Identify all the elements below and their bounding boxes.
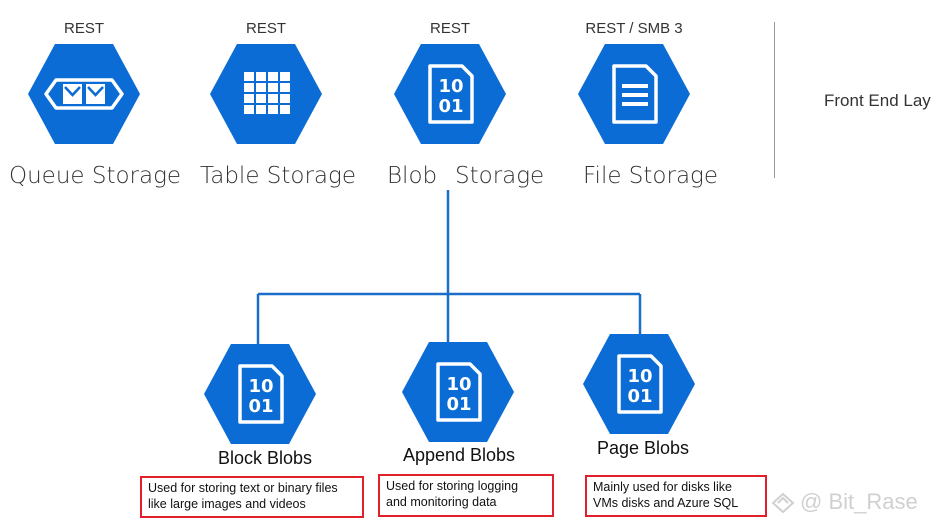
queue-icon <box>28 44 140 144</box>
front-end-layer-label: Front End Lay <box>824 91 931 110</box>
append-blobs-note: Used for storing logging and monitoring … <box>378 474 554 517</box>
table-icon <box>210 44 322 144</box>
blob-icon: 10 01 <box>394 44 506 144</box>
block-blobs-note-line-1: Used for storing text or binary files <box>148 481 338 495</box>
svg-text:10: 10 <box>248 376 273 397</box>
block-blobs-note: Used for storing text or binary files li… <box>140 476 364 518</box>
svg-text:10: 10 <box>438 76 463 97</box>
svg-text:01: 01 <box>438 96 463 117</box>
vertical-divider <box>774 22 775 178</box>
svg-text:01: 01 <box>248 396 273 417</box>
block-blobs-note-line-2: like large images and videos <box>148 497 306 511</box>
svg-text:01: 01 <box>627 386 652 407</box>
table-storage-label: Table Storage <box>200 163 356 189</box>
blob-storage-label-left: Blob <box>387 163 438 189</box>
page-blob-icon: 10 01 <box>583 334 695 434</box>
file-storage-label: File Storage <box>583 163 718 189</box>
append-blob-icon: 10 01 <box>402 342 514 442</box>
watermark-text: @ Bit_Rase <box>800 489 918 514</box>
queue-storage-label: Queue Storage <box>9 163 182 189</box>
page-blobs-note: Mainly used for disks like VMs disks and… <box>585 475 767 517</box>
watermark-logo-icon <box>771 492 795 514</box>
protocol-label-table: REST <box>245 20 286 37</box>
protocol-label-queue: REST <box>63 20 104 37</box>
svg-text:10: 10 <box>446 374 471 395</box>
protocol-label-file: REST / SMB 3 <box>585 20 683 37</box>
page-blobs-label: Page Blobs <box>596 438 690 458</box>
svg-text:10: 10 <box>627 366 652 387</box>
file-icon <box>578 44 690 144</box>
block-blobs-label: Block Blobs <box>217 448 313 468</box>
page-blobs-note-line-1: Mainly used for disks like <box>593 480 732 494</box>
append-blobs-note-line-1: Used for storing logging <box>386 479 519 493</box>
append-blobs-label: Append Blobs <box>402 445 516 465</box>
blob-storage-label-right: Storage <box>455 163 545 189</box>
svg-text:01: 01 <box>446 394 471 415</box>
block-blob-icon: 10 01 <box>204 344 316 444</box>
append-blobs-note-line-2: and monitoring data <box>386 495 497 509</box>
protocol-label-blob: REST <box>429 20 470 37</box>
page-blobs-note-line-2: VMs disks and Azure SQL <box>593 496 739 510</box>
